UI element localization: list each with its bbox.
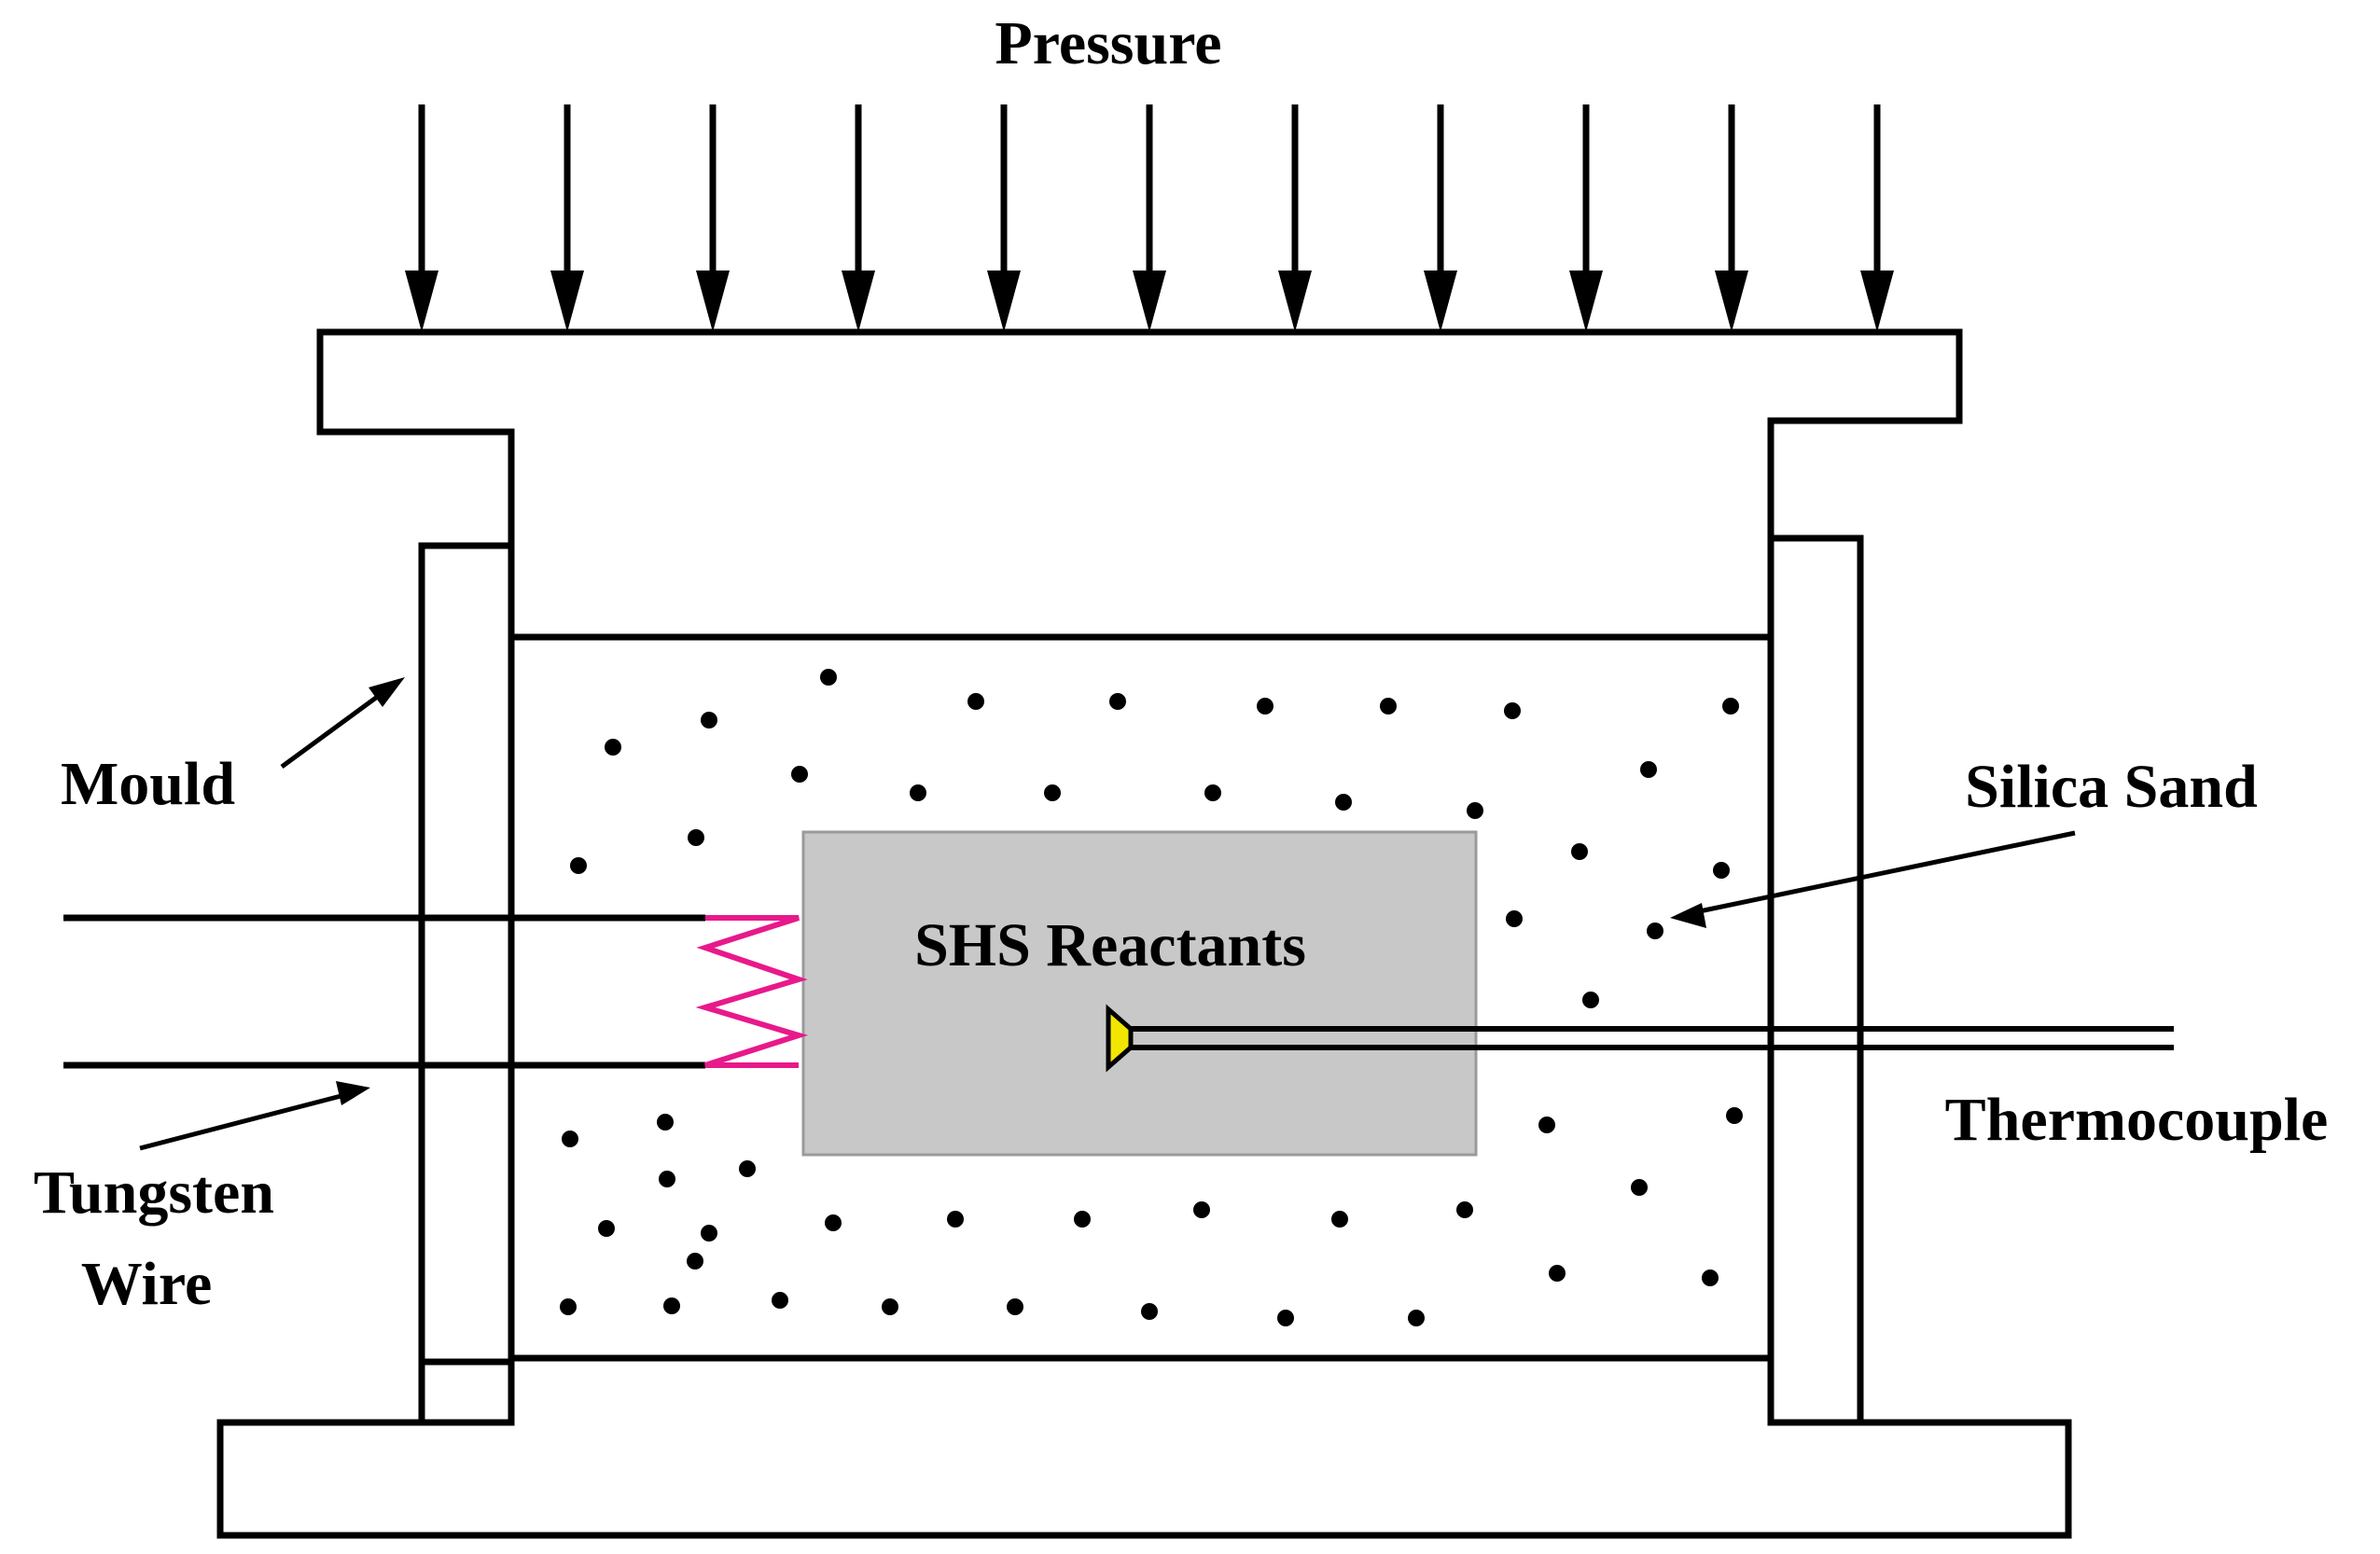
tungsten-wire-label-line1: Tungsten xyxy=(34,1159,274,1227)
sand-particle xyxy=(688,829,704,846)
sand-particle xyxy=(1044,784,1061,801)
sand-particle xyxy=(967,693,984,710)
sand-particle xyxy=(1380,698,1397,715)
pressure-arrow xyxy=(842,104,875,332)
sand-particle xyxy=(1631,1179,1648,1196)
sand-particle xyxy=(1109,693,1126,710)
sand-particle xyxy=(739,1160,756,1177)
tungsten-pointer-arrowhead xyxy=(336,1081,370,1105)
sand-particle xyxy=(1408,1310,1425,1326)
sand-particle xyxy=(562,1131,578,1147)
sand-particle xyxy=(659,1171,675,1187)
sand-particle xyxy=(882,1298,898,1315)
thermocouple-label: Thermocouple xyxy=(1945,1086,2329,1154)
sand-particle xyxy=(1141,1303,1158,1320)
sand-particle xyxy=(910,784,926,801)
sand-particle xyxy=(605,739,621,756)
sand-particle xyxy=(772,1292,788,1309)
shs-reactant-block xyxy=(801,830,1478,1157)
thermocouple-tip xyxy=(1106,1004,1134,1073)
sand-particle xyxy=(1204,784,1221,801)
sand-particle xyxy=(1277,1310,1294,1326)
mould-pointer-arrow xyxy=(280,685,392,770)
sand-particle xyxy=(947,1211,964,1228)
sand-particle xyxy=(1722,698,1739,715)
sand-particle xyxy=(1582,992,1599,1008)
sand-particle xyxy=(687,1253,703,1270)
sand-particle xyxy=(1007,1298,1023,1315)
mould-left-wall xyxy=(418,542,515,1426)
sand-particle xyxy=(1571,843,1588,860)
sand-particle xyxy=(598,1220,615,1237)
sand-particle xyxy=(1504,702,1521,719)
sand-particle xyxy=(1335,794,1352,811)
pressure-arrows xyxy=(405,104,1894,332)
pressure-arrow xyxy=(405,104,438,332)
sand-particle xyxy=(825,1214,842,1231)
sand-particle xyxy=(1640,761,1657,778)
pressure-arrow xyxy=(1569,104,1603,332)
sand-particle xyxy=(570,857,587,874)
tungsten-heating-coil xyxy=(695,915,809,1068)
tungsten-wire-label-line2: Wire xyxy=(81,1250,213,1318)
silica-sand-label: Silica Sand xyxy=(1965,753,2258,821)
sand-particle xyxy=(791,766,808,783)
pressure-arrow xyxy=(550,104,584,332)
sand-particle xyxy=(663,1297,680,1314)
mould-pointer-arrowhead xyxy=(369,677,405,707)
sand-particle xyxy=(1074,1211,1091,1228)
sand-particle xyxy=(1726,1107,1743,1124)
sand-particle xyxy=(701,1225,717,1242)
sand-particle xyxy=(1506,910,1523,927)
pressure-arrow xyxy=(1860,104,1894,332)
sand-particle xyxy=(1538,1117,1555,1133)
sand-particle xyxy=(820,669,837,686)
sand-particle xyxy=(1702,1270,1719,1286)
sand-particle xyxy=(1549,1265,1566,1282)
tungsten-pointer-arrow xyxy=(139,1090,353,1151)
sand-particle xyxy=(1193,1201,1210,1218)
silica-sand-pointer-arrow xyxy=(1690,830,2076,916)
bottom-base xyxy=(216,1354,2072,1539)
sand-particle xyxy=(1257,698,1274,715)
pressure-arrow xyxy=(1424,104,1457,332)
top-punch xyxy=(316,328,1963,641)
silica-sand-pointer-arrowhead xyxy=(1670,903,1706,928)
mould-right-wall xyxy=(1767,534,1864,1426)
pressure-arrow xyxy=(987,104,1021,332)
mould-label: Mould xyxy=(61,750,235,818)
sand-particle xyxy=(1713,862,1730,879)
sand-particle xyxy=(1456,1201,1473,1218)
pressure-arrow xyxy=(1278,104,1312,332)
pressure-arrow xyxy=(1715,104,1748,332)
sand-particle xyxy=(560,1298,577,1315)
sand-particle xyxy=(657,1114,674,1131)
shs-reactants-label: SHS Reactants xyxy=(914,911,1306,979)
silica-sand-particles xyxy=(560,669,1743,1326)
pressure-arrow xyxy=(1133,104,1166,332)
sand-chamber xyxy=(508,633,1775,1362)
sand-particle xyxy=(1467,802,1483,819)
pressure-arrow xyxy=(696,104,730,332)
sand-particle xyxy=(1331,1211,1348,1228)
sand-particle xyxy=(701,712,717,728)
sand-particle xyxy=(1647,923,1663,939)
pressure-label: Pressure xyxy=(995,9,1221,77)
